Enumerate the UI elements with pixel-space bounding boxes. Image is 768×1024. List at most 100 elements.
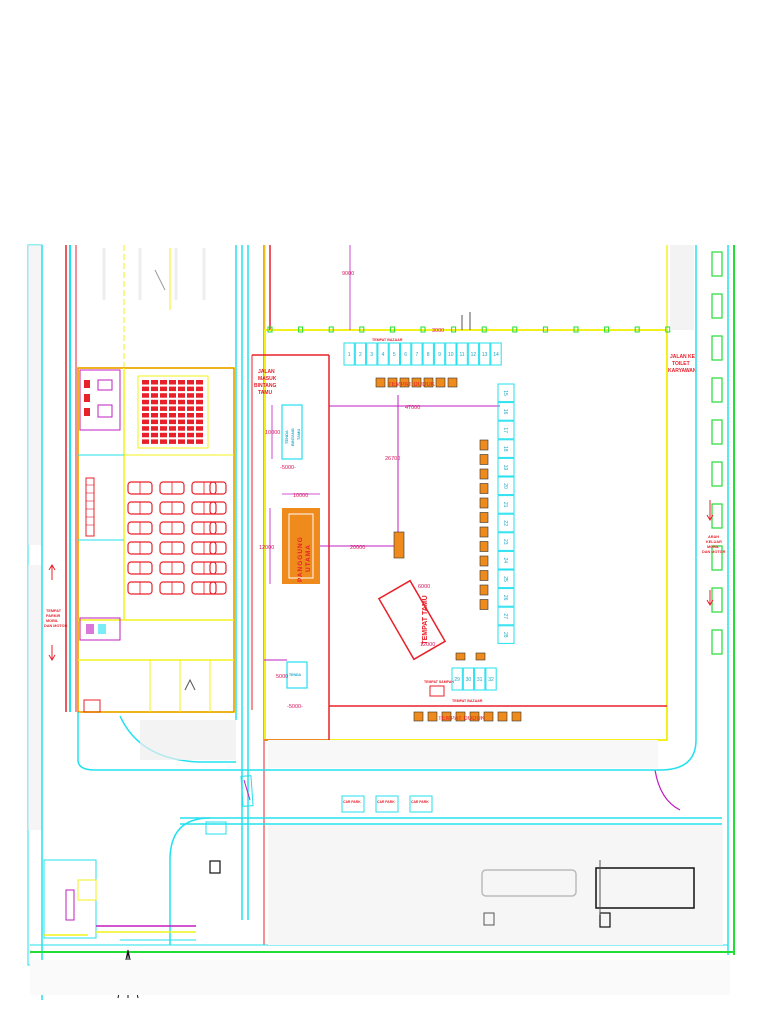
dimension-label: -5000- (287, 704, 303, 710)
dimension-label: -5000- (280, 465, 296, 471)
booth-number: 28 (502, 632, 508, 638)
guest-area-label: TEMPAT TAMU (422, 595, 429, 644)
booth (497, 476, 515, 496)
vip-tent-label: TAMU (296, 429, 301, 440)
booth-number: 24 (502, 558, 508, 564)
vip-tent-outline (281, 404, 303, 460)
main-stage: PANGGUNG UTAMA 10000 12000 (259, 493, 320, 584)
stage-label: PANGGUNG (297, 536, 304, 582)
control-booth (393, 531, 405, 559)
parking-label-line: TEMPAT (46, 609, 62, 613)
booth (479, 342, 491, 366)
booth-number: 30 (466, 677, 472, 683)
dimension-label: 12000 (259, 545, 274, 551)
building-west (27, 244, 235, 1000)
dimension-label: 10000 (265, 430, 280, 436)
booth (497, 588, 515, 607)
booth-number: 27 (502, 613, 508, 619)
road-label-line: TOILET (672, 361, 690, 367)
booth (411, 342, 423, 366)
booth (497, 606, 515, 626)
dimension-label: 6000 (418, 584, 430, 590)
booth-number: 7 (416, 352, 419, 358)
stage-label: UTAMA (305, 544, 312, 572)
booth-number: 22 (502, 520, 508, 526)
vip-tent-label: BINTANG (290, 428, 295, 446)
booth-row-label: TEMPAT BAZAAR (372, 338, 403, 342)
dimension-label: 47000 (405, 405, 420, 411)
toilet-road-label: JALAN KE TOILET KARYAWAN (668, 354, 697, 374)
exit-label: DAN MOTOR (702, 550, 726, 554)
booth-number: 23 (502, 539, 508, 545)
booth-number: 9 (438, 352, 441, 358)
car-park-label: CAR PARK (377, 800, 395, 804)
dimension-label: 3000 (432, 328, 444, 334)
booth (497, 495, 515, 514)
exit-label: KELUAR (706, 540, 722, 544)
car-park-label: CAR PARK (343, 800, 361, 804)
car-park-box (409, 795, 433, 813)
small-tent-label: TENDA (289, 673, 302, 677)
booth (467, 342, 480, 366)
booth (497, 402, 515, 421)
toilet-room (79, 617, 121, 641)
guest-area: TEMPAT TAMU (377, 579, 447, 661)
booth (497, 420, 515, 440)
booth-number: 25 (502, 576, 508, 582)
booth-number: 11 (459, 352, 464, 358)
booth (490, 342, 502, 366)
vip-tent: TENDA BINTANG TAMU 10000 -5000- (265, 404, 303, 471)
booth (388, 342, 401, 366)
entry-road-label: JALAN MASUK BINTANG TAMU (254, 369, 277, 396)
road-label-line: JALAN KE (670, 354, 696, 360)
booth (377, 342, 389, 366)
exit-label: MOBIL (707, 545, 720, 549)
booth-number: 8 (427, 352, 430, 358)
parking-label-west: TEMPAT PARKIR MOBIL DAN MOTOR (44, 564, 68, 661)
booth-number: 12 (471, 352, 477, 358)
booth (354, 342, 367, 366)
booth (422, 342, 434, 366)
booth (445, 342, 457, 366)
road-label-line: BINTANG (254, 383, 277, 389)
booth-number: 21 (502, 502, 508, 508)
sidewalk-hatch (28, 245, 42, 545)
booth-row-label: TEMPAT BAZAAR (452, 699, 483, 703)
booth-number: 18 (502, 446, 508, 452)
toilet-room (79, 369, 121, 431)
access-road-horizontal: CAR PARK CAR PARK CAR PARK (30, 712, 734, 999)
stage-platform (282, 508, 320, 584)
seating-column-right (479, 439, 489, 610)
booth-number: 15 (502, 390, 508, 396)
road-label-line: KARYAWAN (668, 368, 697, 374)
seating-row-top: TEMPAT DUDUK (375, 377, 458, 388)
booth (497, 550, 515, 570)
booth-number: 6 (404, 352, 407, 358)
parking-stalls (711, 251, 723, 655)
road-label-line: JALAN (258, 369, 275, 375)
fence-posts (267, 326, 671, 333)
dimension-label: 9000 (342, 271, 354, 277)
upper-parking (102, 248, 206, 310)
road-label-line: TAMU (258, 390, 272, 396)
seating-label: TEMPAT DUDUK (388, 382, 436, 388)
guest-area-outline (377, 579, 447, 661)
booth-number: 32 (488, 677, 494, 683)
car-park-label: CAR PARK (411, 800, 429, 804)
booth (456, 342, 468, 366)
booth-number: 1 (348, 352, 351, 358)
small-tent (286, 661, 308, 689)
seating-row-bottom: TEMPAT DUDUK (413, 711, 522, 722)
booth (400, 342, 412, 366)
car-park-box (341, 795, 365, 813)
road-label-line: MASUK (258, 376, 277, 382)
parking-label-line: PARKIR (46, 614, 61, 618)
booth (497, 457, 515, 477)
dimension-label: 5000 (276, 674, 288, 680)
booth-number: 19 (502, 465, 508, 471)
car-park-box (375, 795, 399, 813)
sidewalk-hatch (28, 565, 42, 830)
booth (497, 383, 515, 403)
